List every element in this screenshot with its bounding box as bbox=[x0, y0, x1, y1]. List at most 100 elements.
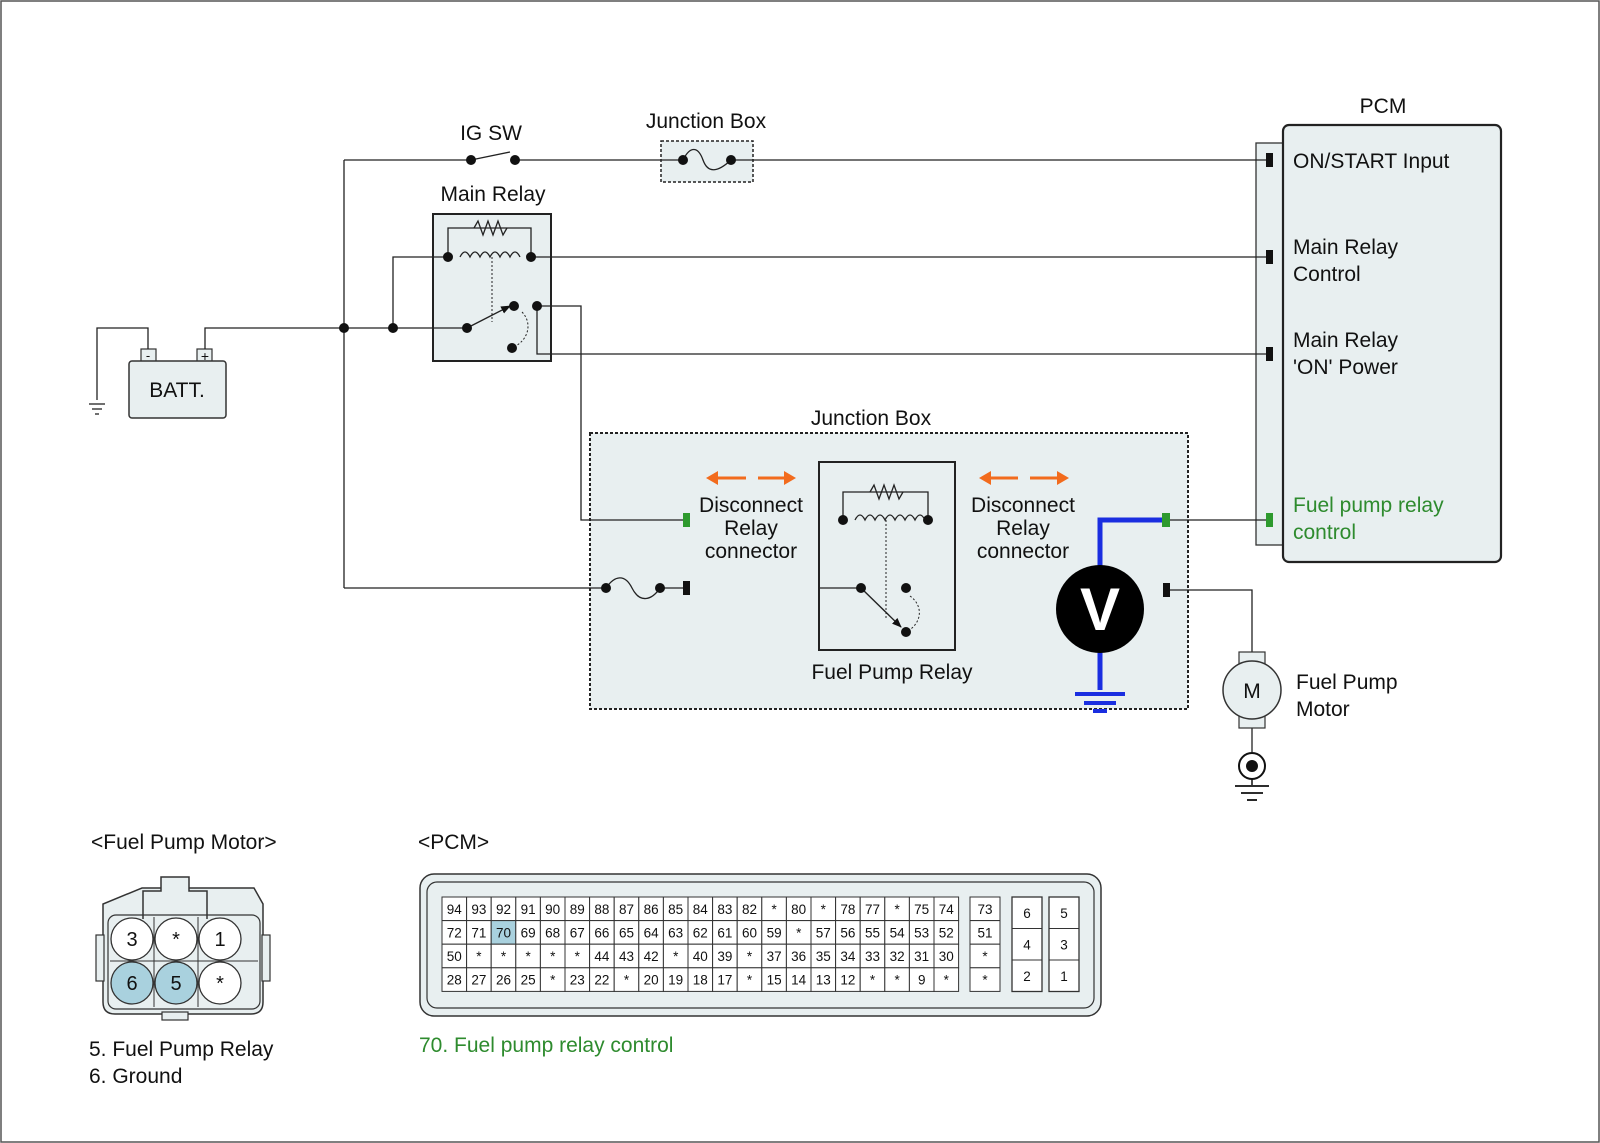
pcm-pin: 17 bbox=[712, 967, 738, 992]
fuel-pump-motor-pin: 1 bbox=[198, 917, 242, 961]
pcm-pin-label: 52 bbox=[939, 925, 954, 940]
fuel-pump-motor-legend-2: 6. Ground bbox=[89, 1065, 182, 1088]
pcm-pin: 90 bbox=[539, 896, 566, 922]
pcm-pin: * bbox=[785, 920, 812, 945]
fuel-pump-motor-pin: * bbox=[198, 961, 242, 1005]
pcm-pin: * bbox=[884, 896, 910, 922]
pcm-pin-label: 60 bbox=[742, 925, 757, 940]
bus-junction-dot bbox=[339, 323, 349, 333]
pcm-pin-label: 30 bbox=[939, 949, 954, 964]
pcm-pin-label: 93 bbox=[471, 902, 486, 917]
motor-label: M bbox=[1243, 680, 1261, 703]
fuel-pump-motor-connector-title: <Fuel Pump Motor> bbox=[91, 831, 277, 854]
main-relay-label: Main Relay bbox=[440, 183, 546, 206]
pcm-pin-main-relay-control-2: Control bbox=[1293, 263, 1361, 286]
pcm-pin: 60 bbox=[736, 920, 763, 945]
fuse-terminal bbox=[601, 583, 611, 593]
pcm-pin-side-label: 51 bbox=[977, 925, 992, 940]
pcm-pin: 42 bbox=[638, 943, 664, 969]
pcm-pin: 31 bbox=[908, 943, 935, 969]
fuel-pump-motor-pin: * bbox=[154, 917, 198, 961]
pcm-pin: 94 bbox=[441, 896, 468, 922]
pcm-pin-label: 80 bbox=[791, 902, 806, 917]
pcm-pin: 39 bbox=[712, 943, 738, 969]
pcm-pin: 77 bbox=[859, 896, 886, 922]
pcm-pin: 67 bbox=[564, 920, 591, 945]
pcm-pin: 71 bbox=[466, 920, 492, 945]
pcm-pin-label: 36 bbox=[791, 949, 806, 964]
pcm-pin-label: 28 bbox=[447, 973, 462, 988]
pcm-pin-label: 75 bbox=[914, 902, 929, 917]
pcm-pin: 25 bbox=[515, 967, 541, 992]
pcm-pin-label: 84 bbox=[693, 902, 709, 917]
pcm-pin: 70 bbox=[490, 920, 517, 945]
pcm-pin-label: 39 bbox=[717, 949, 732, 964]
pcm-pin: 57 bbox=[810, 920, 837, 945]
pcm-pin-label: 12 bbox=[840, 973, 855, 988]
pcm-pin: 20 bbox=[638, 967, 664, 992]
pcm-pin: * bbox=[662, 943, 689, 969]
pcm-pin-fuel-pump-relay-control-2: control bbox=[1293, 521, 1356, 544]
fuel-pump-relay-box bbox=[818, 461, 956, 651]
disconnect-right-line3: connector bbox=[977, 540, 1069, 563]
pcm-pin-label: 89 bbox=[570, 902, 585, 917]
pcm-pin: 87 bbox=[613, 896, 640, 922]
pcm-pin-on-start-input: ON/START Input bbox=[1293, 150, 1450, 173]
pcm-pin-label: 86 bbox=[644, 902, 659, 917]
pcm-pin-label: 70 bbox=[496, 925, 511, 940]
main-relay-box bbox=[432, 213, 552, 362]
pcm-pin-label: 37 bbox=[767, 949, 782, 964]
pcm-terminal bbox=[1266, 250, 1273, 264]
pcm-pin: 23 bbox=[564, 967, 591, 992]
fuse-terminal bbox=[678, 155, 688, 165]
pcm-pin: 36 bbox=[785, 943, 812, 969]
pcm-pin-fuel-pump-relay-control-1: Fuel pump relay bbox=[1293, 494, 1444, 517]
pcm-pin: 75 bbox=[908, 896, 935, 922]
fuel-pump-relay-internals bbox=[819, 483, 933, 637]
fuel-pump-motor-pin-label: 5 bbox=[170, 973, 181, 995]
pcm-pin-label: 90 bbox=[545, 902, 560, 917]
pcm-pin: 34 bbox=[835, 943, 861, 969]
pcm-pin-label: * bbox=[944, 973, 950, 988]
pcm-pin: 89 bbox=[564, 896, 591, 922]
pcm-aux-pin: 2 bbox=[1011, 959, 1043, 992]
pcm-pin: 80 bbox=[785, 896, 812, 922]
pcm-pin-label: * bbox=[476, 949, 482, 964]
pcm-pin: 62 bbox=[687, 920, 714, 945]
connector-terminal-green bbox=[683, 513, 690, 527]
pcm-pin-label: 27 bbox=[471, 973, 486, 988]
disconnect-right-line1: Disconnect bbox=[971, 494, 1075, 517]
pcm-pin: * bbox=[539, 943, 566, 969]
pcm-pin-label: 91 bbox=[521, 902, 536, 917]
bus-junction-dot bbox=[388, 323, 398, 333]
pcm-pin: * bbox=[515, 943, 541, 969]
disconnect-left-line1: Disconnect bbox=[699, 494, 803, 517]
pcm-pin: 92 bbox=[490, 896, 517, 922]
pcm-pin: * bbox=[859, 967, 886, 992]
disconnect-left-line3: connector bbox=[705, 540, 797, 563]
pcm-pin-label: 83 bbox=[717, 902, 732, 917]
pcm-pin-main-relay-on-power-2: 'ON' Power bbox=[1293, 356, 1398, 379]
pcm-pin: 59 bbox=[761, 920, 787, 945]
pcm-pin-label: 42 bbox=[644, 949, 659, 964]
chassis-ground-icon bbox=[1235, 752, 1269, 801]
pcm-pin: 83 bbox=[712, 896, 738, 922]
pcm-pin-side-label: * bbox=[982, 973, 988, 988]
pcm-pin-label: * bbox=[747, 973, 753, 988]
pcm-aux-pin-label: 1 bbox=[1060, 969, 1068, 984]
pcm-pin: * bbox=[564, 943, 591, 969]
pcm-pin-label: 13 bbox=[816, 973, 831, 988]
pcm-aux-pin: 5 bbox=[1048, 896, 1080, 929]
pcm-aux-pin-label: 5 bbox=[1060, 906, 1068, 921]
pcm-pin-label: * bbox=[870, 973, 876, 988]
fuse-terminal bbox=[726, 155, 736, 165]
pcm-pin-label: 78 bbox=[840, 902, 855, 917]
disconnect-arrows-right bbox=[979, 471, 1069, 485]
pcm-pin-label: 82 bbox=[742, 902, 757, 917]
pcm-pin-label: 77 bbox=[865, 902, 880, 917]
pcm-pin-label: 9 bbox=[918, 973, 926, 988]
fuel-pump-motor-pin-label: * bbox=[172, 929, 180, 951]
pcm-pin-label: * bbox=[821, 902, 827, 917]
pcm-pin-label: 57 bbox=[816, 925, 831, 940]
pcm-pin-label: 66 bbox=[594, 925, 609, 940]
